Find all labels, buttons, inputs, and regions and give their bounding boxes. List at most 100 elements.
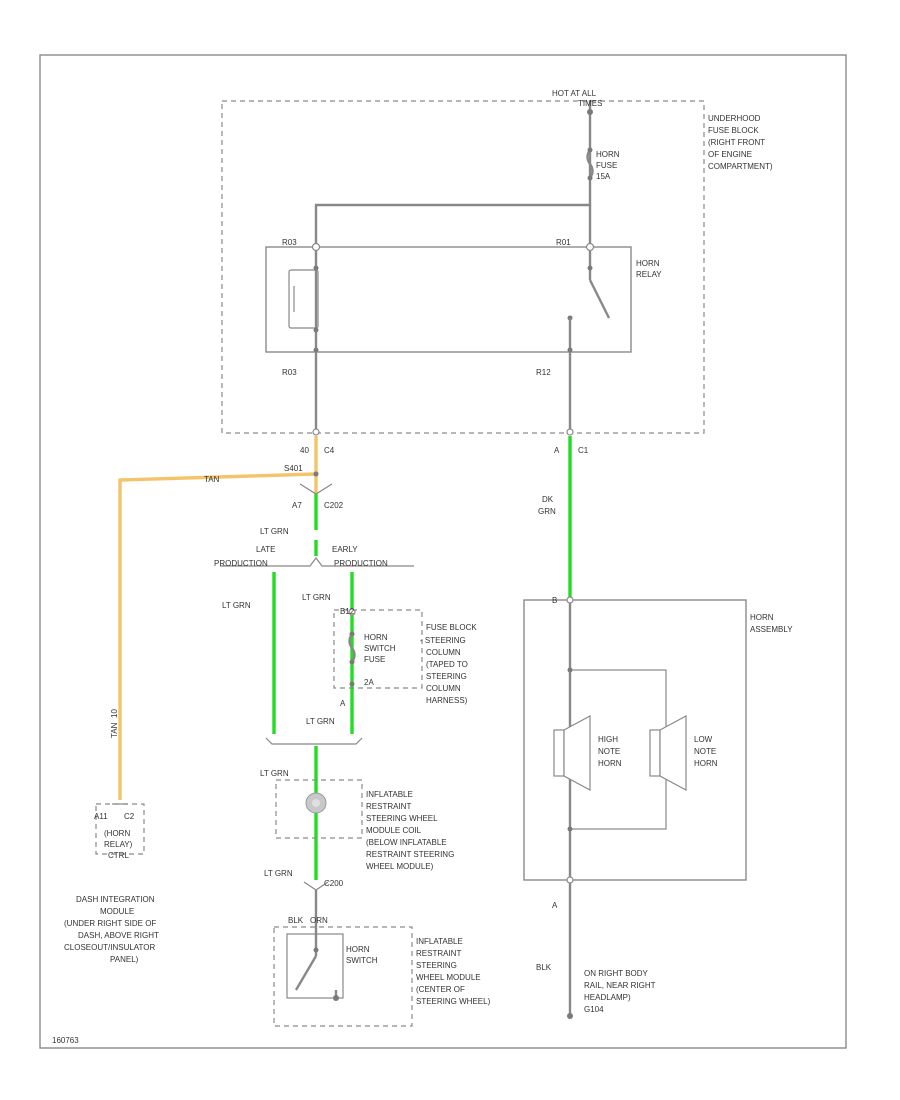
label-lt-grn-2: LT GRN xyxy=(222,601,251,610)
switch-node-out xyxy=(567,347,573,353)
coil-node-out xyxy=(313,347,319,353)
label-fuse-block-steering-5: STEERING xyxy=(426,672,467,681)
label-horn-switch-connector: ORN xyxy=(310,916,328,925)
label-dim-connector: C2 xyxy=(124,812,135,821)
label-underhood-fuse-block-3: (RIGHT FRONT xyxy=(708,138,765,147)
label-late: LATE xyxy=(256,545,275,554)
label-c4: C4 xyxy=(324,446,335,455)
label-horn-relay: HORN xyxy=(636,259,660,268)
label-coil-module-4: MODULE COIL xyxy=(366,826,422,835)
label-c202: C202 xyxy=(324,501,344,510)
label-lt-grn-6: LT GRN xyxy=(264,869,293,878)
switch-node xyxy=(587,265,593,271)
label-steering-wheel-module-4: WHEEL MODULE xyxy=(416,973,481,982)
horn-switch-fuse-symbol xyxy=(348,633,356,663)
label-horn-assembly: HORN xyxy=(750,613,774,622)
label-fuse-block-steering-3: COLUMN xyxy=(426,648,461,657)
label-dash-integration-module-5: CLOSEOUT/INSULATOR xyxy=(64,943,156,952)
label-ground-location: ON RIGHT BODY xyxy=(584,969,649,978)
production-join-bracket xyxy=(265,737,363,745)
label-splice: S401 xyxy=(284,464,303,473)
fuse-terminal-top xyxy=(587,147,593,153)
label-horn-asm-pin-a: A xyxy=(552,901,558,910)
label-early-production: PRODUCTION xyxy=(334,559,388,568)
horn-assembly-box xyxy=(523,599,747,881)
label-blk-pin: BLK xyxy=(288,916,304,925)
label-horn-fuse-2: FUSE xyxy=(596,161,617,170)
label-horn-fuse-rating: 15A xyxy=(596,172,611,181)
feed-node xyxy=(587,109,593,115)
label-c202-pin: A7 xyxy=(292,501,302,510)
label-tan-wire: TAN xyxy=(204,475,220,484)
relay-pin-r03-top xyxy=(311,242,321,252)
label-coil-module-2: RESTRAINT xyxy=(366,802,411,811)
label-horn-switch-fuse-3: FUSE xyxy=(364,655,385,664)
label-pin-r03-top: R03 xyxy=(282,238,297,247)
coil-node-bottom xyxy=(313,327,319,333)
label-lt-grn-3: LT GRN xyxy=(302,593,331,602)
label-fuse-block-steering-4: (TAPED TO xyxy=(426,660,468,669)
label-ground-g104: G104 xyxy=(584,1005,604,1014)
ground-g104-icon xyxy=(567,1013,573,1019)
label-low-note-horn-3: HORN xyxy=(694,759,718,768)
coil-node-top xyxy=(313,265,319,271)
high-note-horn-icon xyxy=(563,714,591,792)
label-coil-module-3: STEERING WHEEL xyxy=(366,814,438,823)
hsf-node-out xyxy=(349,681,355,687)
low-note-horn-icon xyxy=(659,714,687,792)
label-steering-wheel-module-6: STEERING WHEEL) xyxy=(416,997,491,1006)
horn-node-top xyxy=(567,667,573,673)
label-c1: C1 xyxy=(578,446,589,455)
diagram-frame xyxy=(39,54,847,1049)
label-lt-grn-4: LT GRN xyxy=(306,717,335,726)
label-fbsc-pin-a: A xyxy=(340,699,346,708)
label-low-note-horn-2: NOTE xyxy=(694,747,716,756)
label-pin-r01: R01 xyxy=(556,238,571,247)
label-fuse-block-steering-7: HARNESS) xyxy=(426,696,468,705)
label-times: TIMES xyxy=(578,99,602,108)
label-fuse-block-steering-6: COLUMN xyxy=(426,684,461,693)
label-dim-horn-relay: (HORN xyxy=(104,829,130,838)
label-dk-grn-2: GRN xyxy=(538,507,556,516)
label-horn-switch-fuse-rating: 2A xyxy=(364,678,374,687)
label-c4-pin: 40 xyxy=(300,446,309,455)
label-horn-assembly-2: ASSEMBLY xyxy=(750,625,793,634)
label-blk-wire: BLK xyxy=(536,963,552,972)
label-c200: C200 xyxy=(324,879,344,888)
high-note-horn-body xyxy=(553,729,565,777)
horn-relay-box xyxy=(265,246,632,353)
label-hot-at-all: HOT AT ALL xyxy=(552,89,597,98)
hsf-node-bottom xyxy=(349,659,355,665)
label-low-note-horn: LOW xyxy=(694,735,713,744)
label-fuse-block-steering: FUSE BLOCK xyxy=(426,623,477,632)
horn-fuse-symbol xyxy=(586,149,594,179)
label-high-note-horn-3: HORN xyxy=(598,759,622,768)
label-underhood-fuse-block: UNDERHOOD xyxy=(708,114,761,123)
label-dim-pin: A11 xyxy=(94,812,108,821)
connector-c4 xyxy=(312,428,320,436)
label-high-note-horn-2: NOTE xyxy=(598,747,620,756)
relay-switch-arm xyxy=(588,279,611,319)
label-high-note-horn: HIGH xyxy=(598,735,618,744)
label-tan-pin: 10 xyxy=(110,709,119,718)
horn-node-bottom xyxy=(567,826,573,832)
label-coil-module: INFLATABLE xyxy=(366,790,413,799)
steering-wheel-module-outline xyxy=(273,926,413,1027)
label-horn-switch-2: SWITCH xyxy=(346,956,378,965)
hsf-node-top xyxy=(349,631,355,637)
diagram-id: 160763 xyxy=(52,1036,79,1045)
label-late-production: PRODUCTION xyxy=(214,559,268,568)
relay-coil xyxy=(288,269,319,329)
label-steering-wheel-module-3: STEERING xyxy=(416,961,457,970)
label-underhood-fuse-block-5: COMPARTMENT) xyxy=(708,162,773,171)
fuse-block-steering-column-outline xyxy=(333,609,423,689)
label-fbsc-pin: B12 xyxy=(340,607,355,616)
horn-assembly-pin-a xyxy=(566,876,574,884)
connector-c1 xyxy=(566,428,574,436)
fuse-terminal-bottom xyxy=(587,175,593,181)
label-tan-wire-vertical: TAN xyxy=(110,722,119,738)
label-steering-wheel-module-5: (CENTER OF xyxy=(416,985,465,994)
label-ground-location-3: HEADLAMP) xyxy=(584,993,631,1002)
label-dash-integration-module-2: MODULE xyxy=(100,907,134,916)
